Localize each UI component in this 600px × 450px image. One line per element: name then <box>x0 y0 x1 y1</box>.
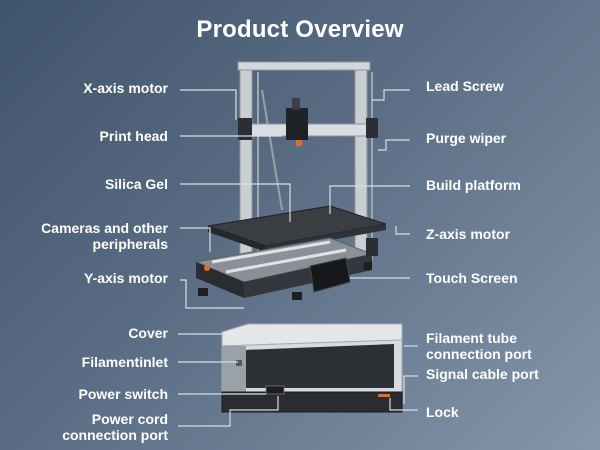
label-power-cord-line1: Power cord <box>91 411 168 427</box>
label-z-axis-motor: Z-axis motor <box>426 226 511 242</box>
label-cameras-line1: Cameras and other <box>41 220 168 236</box>
label-filament-tube-line1: Filament tube <box>426 330 518 346</box>
label-power-cord-line2: connection port <box>62 427 168 443</box>
label-x-axis-motor: X-axis motor <box>83 80 168 96</box>
label-touch-screen: Touch Screen <box>426 270 518 286</box>
label-filament-tube-line2: connection port <box>426 346 532 362</box>
label-purge-wiper: Purge wiper <box>426 130 507 146</box>
label-power-switch: Power switch <box>78 386 168 402</box>
label-filament-inlet: Filamentinlet <box>81 354 168 370</box>
page-title: Product Overview <box>196 16 404 43</box>
label-filament-tube: Filament tube connection port <box>426 330 532 362</box>
label-silica-gel: Silica Gel <box>104 176 168 192</box>
label-lead-screw: Lead Screw <box>426 78 504 94</box>
label-cameras-peripherals: Cameras and other peripherals <box>16 220 168 252</box>
label-power-cord: Power cord connection port <box>30 411 168 443</box>
label-lock: Lock <box>426 404 459 420</box>
label-build-platform: Build platform <box>426 177 521 193</box>
label-y-axis-motor: Y-axis motor <box>83 270 168 286</box>
label-cameras-line2: peripherals <box>92 236 168 252</box>
label-print-head: Print head <box>99 128 168 144</box>
label-cover: Cover <box>128 325 168 341</box>
label-signal-cable-port: Signal cable port <box>426 366 539 382</box>
